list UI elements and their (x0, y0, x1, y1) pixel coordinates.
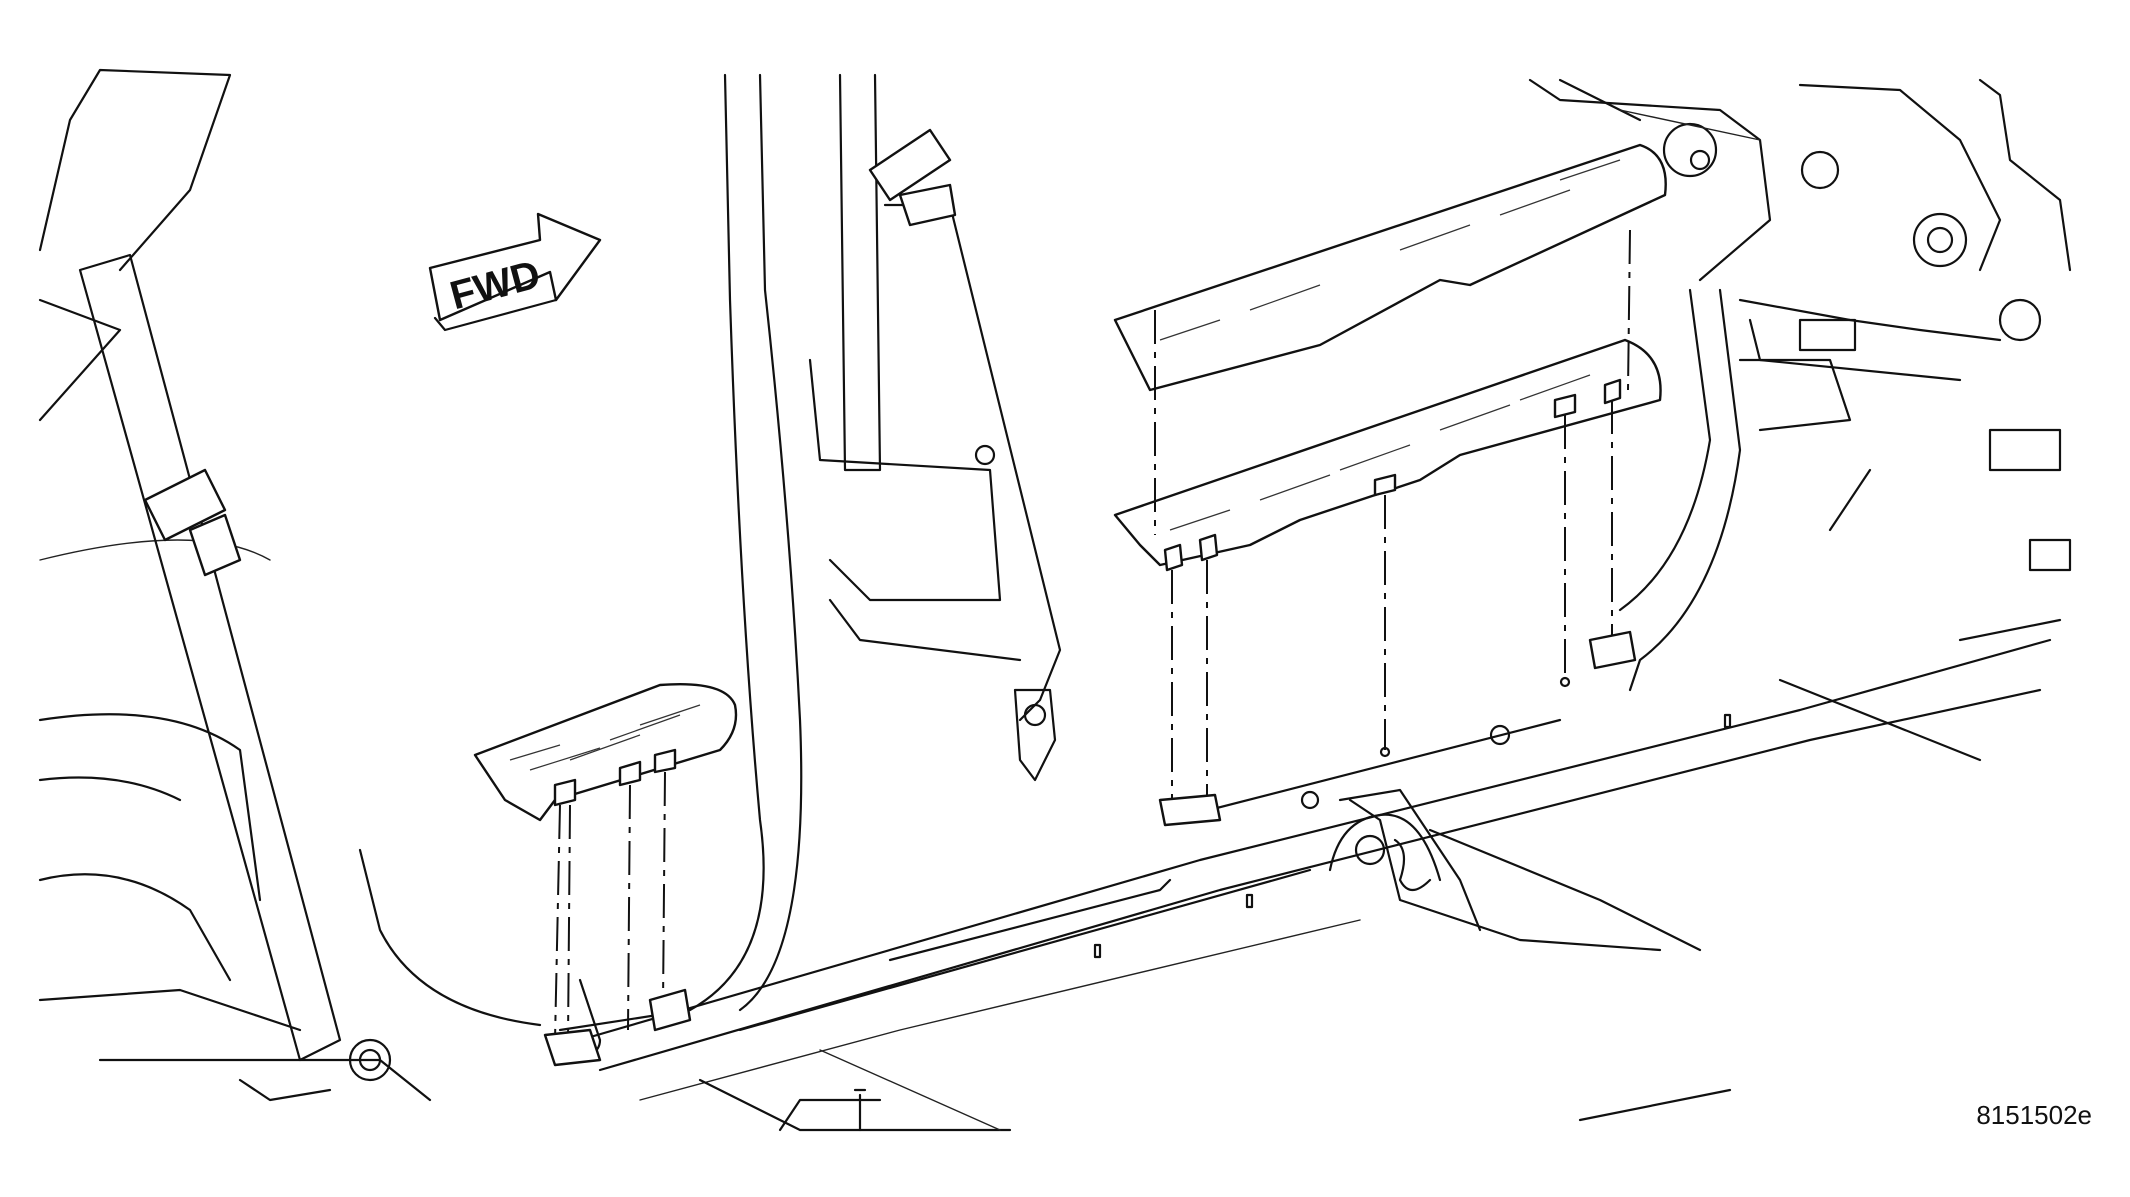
forward-direction-arrow: FWD (428, 212, 602, 332)
front-seat-belt (838, 73, 1062, 782)
front-lower-sill-trim[interactable] (1113, 338, 1662, 572)
b-pillar (358, 73, 1022, 1062)
instrument-panel (1528, 78, 2072, 692)
front-trim-clip-lines (1154, 229, 1637, 827)
rear-seat-belt (78, 253, 392, 1082)
floor-pan (578, 638, 2052, 1132)
figure-id: 8151502e (1976, 1100, 2092, 1130)
rear-sill-trim[interactable] (473, 683, 738, 822)
rear-quarter-panel (38, 68, 432, 1102)
rear-trim-clip-lines (543, 771, 692, 1067)
front-upper-sill-trim[interactable] (1113, 143, 1667, 392)
